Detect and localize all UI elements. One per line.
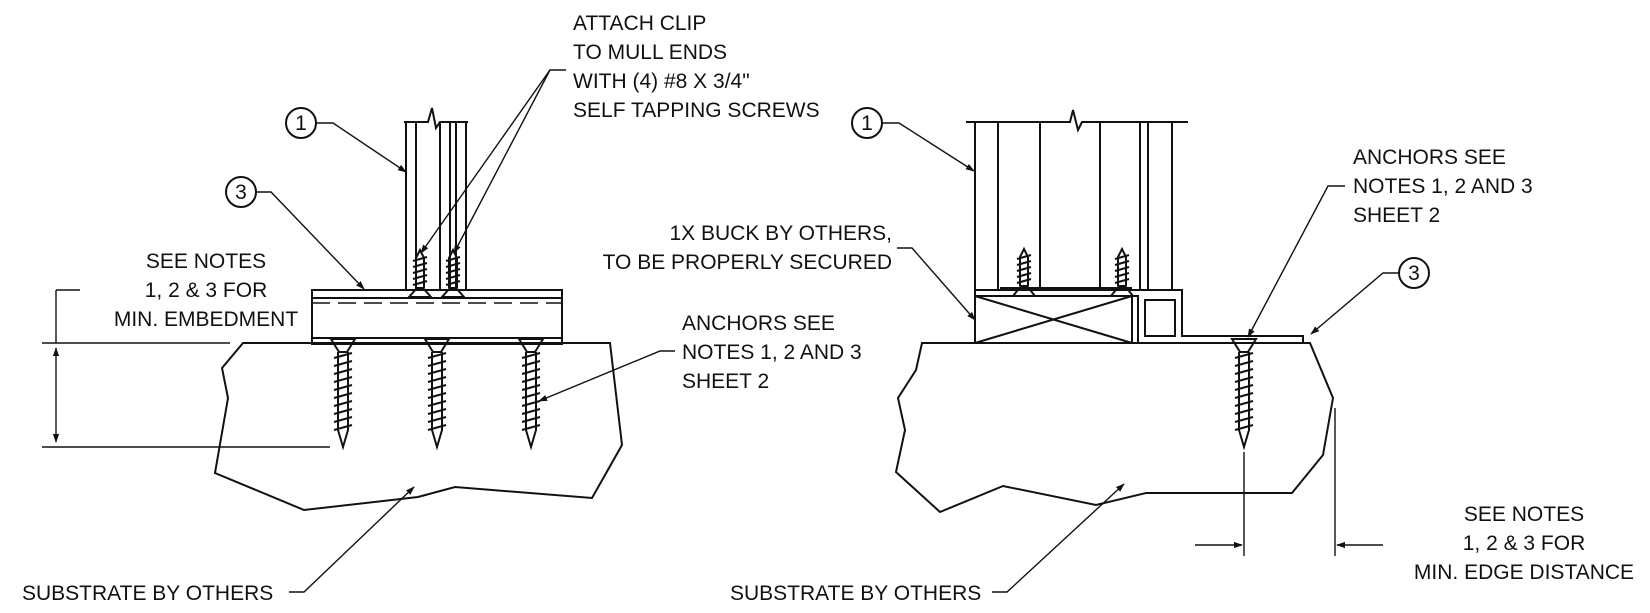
svg-text:ATTACH CLIP: ATTACH CLIP: [573, 12, 706, 35]
left-clip-screws: [406, 247, 467, 298]
right-anchors-note: ANCHORS SEE NOTES 1, 2 AND 3 SHEET 2: [1247, 146, 1533, 338]
right-buck: [974, 295, 1133, 344]
svg-text:SELF TAPPING SCREWS: SELF TAPPING SCREWS: [573, 99, 820, 122]
right-callout-1: 1: [851, 107, 975, 172]
right-clip-screws: [1010, 246, 1136, 297]
right-substrate: [894, 342, 1335, 514]
right-callout-3-number: 3: [1408, 262, 1420, 285]
left-callout-1: 1: [285, 107, 407, 173]
svg-text:SHEET 2: SHEET 2: [682, 370, 769, 393]
right-callout-3: 3: [1310, 257, 1430, 335]
right-anchor: [1230, 338, 1258, 451]
left-callout-3: 3: [225, 176, 365, 290]
svg-text:NOTES 1, 2 AND 3: NOTES 1, 2 AND 3: [1353, 175, 1533, 198]
left-substrate: [213, 342, 624, 512]
left-embedment-note: SEE NOTES 1, 2 & 3 FOR MIN. EMBEDMENT: [114, 250, 299, 331]
svg-text:ANCHORS SEE: ANCHORS SEE: [682, 312, 835, 335]
left-attach-clip-note: ATTACH CLIP TO MULL ENDS WITH (4) #8 X 3…: [420, 12, 820, 254]
svg-text:SHEET 2: SHEET 2: [1353, 204, 1440, 227]
left-callout-3-number: 3: [235, 181, 247, 204]
svg-text:WITH (4) #8 X 3/4": WITH (4) #8 X 3/4": [573, 70, 750, 93]
left-anchors-note: ANCHORS SEE NOTES 1, 2 AND 3 SHEET 2: [538, 312, 862, 402]
svg-text:SEE NOTES: SEE NOTES: [146, 250, 266, 273]
right-mullion: [966, 109, 1188, 290]
right-substrate-label: SUBSTRATE BY OTHERS: [730, 483, 1125, 605]
svg-text:TO BE PROPERLY SECURED: TO BE PROPERLY SECURED: [603, 251, 892, 274]
right-detail: 1 3 ANCHORS SEE NOTES 1, 2 AND 3 SHEET 2…: [603, 107, 1634, 605]
left-embedment-dimension: [42, 289, 330, 448]
svg-text:SUBSTRATE BY OTHERS: SUBSTRATE BY OTHERS: [730, 582, 981, 605]
svg-text:SEE NOTES: SEE NOTES: [1464, 503, 1584, 526]
right-buck-note: 1X BUCK BY OTHERS, TO BE PROPERLY SECURE…: [603, 222, 976, 321]
svg-text:1, 2 & 3 FOR: 1, 2 & 3 FOR: [1463, 532, 1586, 555]
left-detail: 1 3 ATTACH CLIP TO MULL ENDS WITH (4) #8…: [22, 12, 862, 605]
left-callout-1-number: 1: [295, 112, 307, 135]
left-substrate-label: SUBSTRATE BY OTHERS: [22, 486, 415, 605]
svg-text:MIN. EMBEDMENT: MIN. EMBEDMENT: [114, 308, 299, 331]
right-edge-distance-dimension: [1195, 408, 1383, 556]
left-anchors: [329, 338, 545, 451]
left-clip: [311, 289, 563, 345]
svg-text:1X BUCK BY OTHERS,: 1X BUCK BY OTHERS,: [669, 222, 892, 245]
svg-text:NOTES 1, 2 AND 3: NOTES 1, 2 AND 3: [682, 341, 862, 364]
right-callout-1-number: 1: [861, 112, 873, 135]
right-clip: [974, 289, 1304, 344]
svg-text:TO MULL ENDS: TO MULL ENDS: [573, 41, 727, 64]
svg-text:SUBSTRATE BY OTHERS: SUBSTRATE BY OTHERS: [22, 582, 273, 605]
svg-text:ANCHORS SEE: ANCHORS SEE: [1353, 146, 1506, 169]
svg-text:MIN. EDGE DISTANCE: MIN. EDGE DISTANCE: [1414, 561, 1634, 584]
svg-text:1, 2 & 3 FOR: 1, 2 & 3 FOR: [145, 279, 268, 302]
right-edge-distance-note: SEE NOTES 1, 2 & 3 FOR MIN. EDGE DISTANC…: [1414, 503, 1634, 584]
